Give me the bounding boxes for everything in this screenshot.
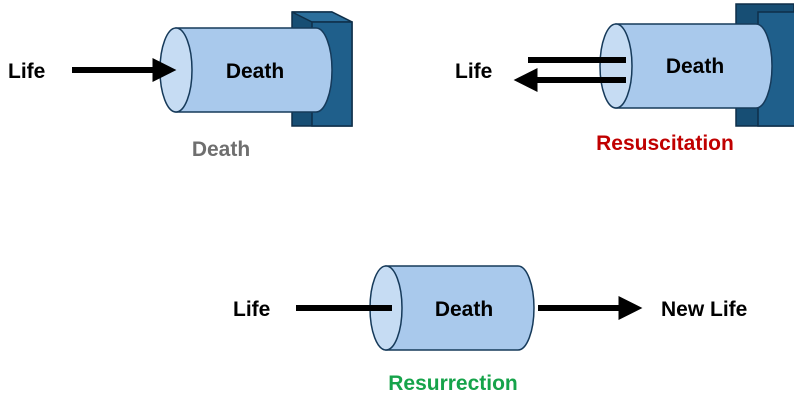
death-cylinder-label: Death [226, 60, 284, 83]
death-life-label: Life [8, 60, 45, 83]
resuscitation-life-label: Life [455, 60, 492, 83]
resurrection-cylinder-body [385, 265, 535, 351]
death-cylinder-body [175, 27, 333, 113]
resuscitation-cylinder-end [599, 23, 633, 109]
resuscitation-cylinder-label: Death [666, 55, 724, 78]
death-caption: Death [192, 138, 250, 161]
resuscitation-caption: Resuscitation [596, 132, 734, 155]
resurrection-cylinder-label: Death [435, 298, 493, 321]
resurrection-life-label: Life [233, 298, 270, 321]
resurrection-new-life-label: New Life [661, 298, 747, 321]
panel-death: Death Life Death [8, 11, 353, 161]
resuscitation-cylinder-body [615, 23, 773, 109]
resurrection-caption: Resurrection [388, 372, 518, 395]
panel-resuscitation: Death Life Resuscitation [455, 3, 794, 155]
panel-resurrection: Death Life New Life Resurrection [233, 265, 747, 395]
